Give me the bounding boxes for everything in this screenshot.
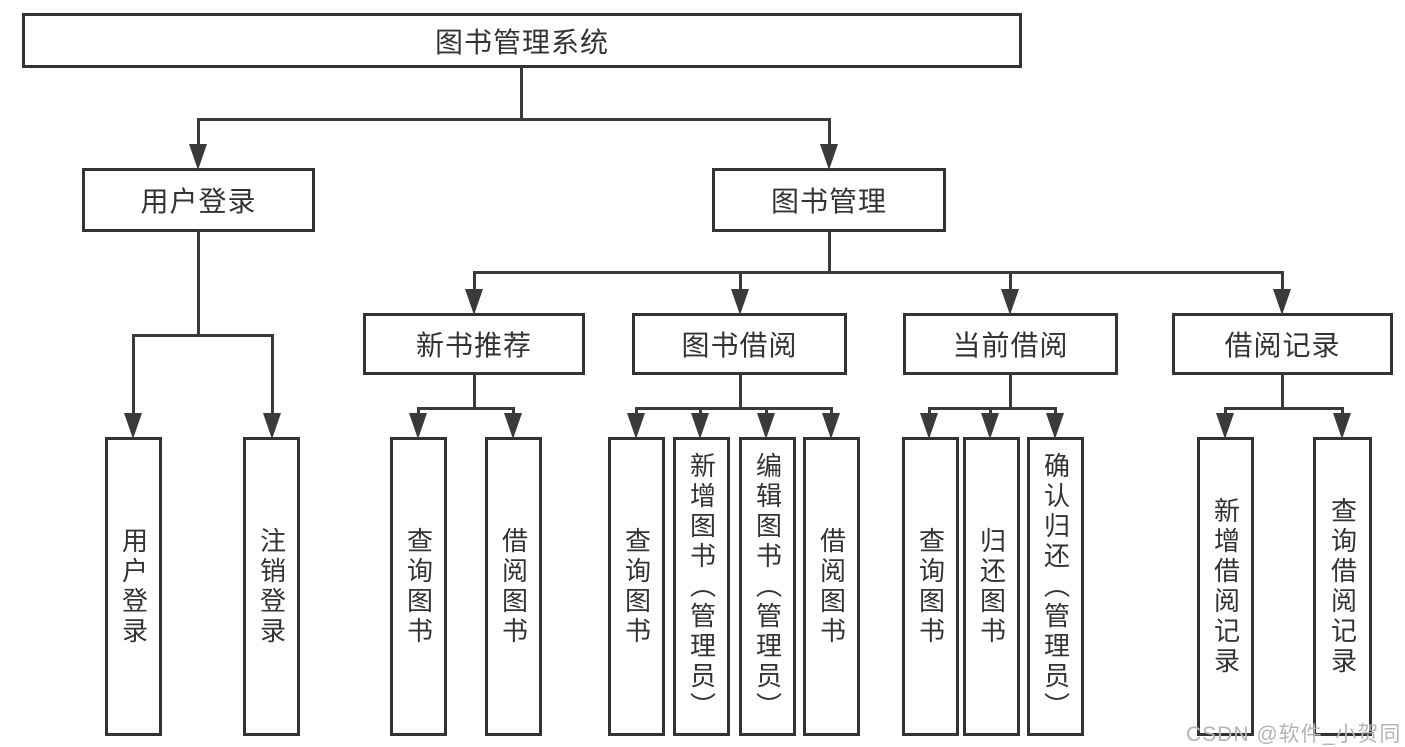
connector-line bbox=[1054, 407, 1057, 415]
connector-line bbox=[473, 373, 476, 409]
node-borrow-records: 借阅记录 bbox=[1172, 313, 1393, 375]
node-current-borrowing: 当前借阅 bbox=[903, 313, 1118, 375]
arrow-down-icon bbox=[627, 413, 645, 439]
connector-line bbox=[635, 407, 832, 410]
connector-line bbox=[1281, 271, 1284, 290]
arrow-down-icon bbox=[1216, 413, 1234, 439]
connector-line bbox=[1009, 271, 1012, 290]
csdn-watermark: CSDN @软件_小贺同学 bbox=[1186, 723, 1402, 746]
connector-line bbox=[132, 334, 135, 414]
node-user-login-group: 用户登录 bbox=[82, 168, 315, 232]
node-leaf-return-books: 归还图书 bbox=[963, 437, 1020, 736]
arrow-down-icon bbox=[465, 289, 483, 315]
node-leaf-confirm-return-admin: 确认归还（管理员） bbox=[1027, 437, 1084, 736]
arrow-down-icon bbox=[1333, 413, 1351, 439]
connector-line bbox=[520, 66, 523, 120]
node-leaf-add-borrow-record: 新增借阅记录 bbox=[1197, 437, 1254, 736]
connector-line bbox=[197, 230, 200, 336]
connector-line bbox=[1224, 407, 1343, 410]
node-new-book-recommend: 新书推荐 bbox=[363, 313, 585, 375]
arrow-down-icon bbox=[1273, 289, 1291, 315]
connector-line bbox=[1341, 407, 1344, 415]
node-leaf-query-books-current: 查询图书 bbox=[902, 437, 959, 736]
arrow-down-icon bbox=[920, 413, 938, 439]
connector-line bbox=[473, 271, 1283, 274]
node-book-management: 图书管理 bbox=[712, 168, 946, 232]
connector-line bbox=[417, 407, 514, 410]
connector-line bbox=[197, 118, 830, 121]
connector-line bbox=[417, 407, 420, 415]
connector-line bbox=[473, 271, 476, 290]
arrow-down-icon bbox=[981, 413, 999, 439]
connector-line bbox=[828, 118, 831, 146]
connector-line bbox=[1224, 407, 1227, 415]
connector-line bbox=[1281, 373, 1284, 409]
arrow-down-icon bbox=[124, 413, 142, 439]
node-leaf-query-books-recommend: 查询图书 bbox=[390, 437, 447, 736]
arrow-down-icon bbox=[820, 144, 838, 170]
connector-line bbox=[271, 334, 274, 414]
node-leaf-logout: 注销登录 bbox=[243, 437, 300, 736]
connector-line bbox=[635, 407, 638, 415]
arrow-down-icon bbox=[731, 289, 749, 315]
node-leaf-query-books-borrowing: 查询图书 bbox=[608, 437, 665, 736]
node-book-borrowing: 图书借阅 bbox=[632, 313, 847, 375]
node-leaf-borrow-books-recommend: 借阅图书 bbox=[485, 437, 542, 736]
node-library-system: 图书管理系统 bbox=[22, 13, 1022, 68]
arrow-down-icon bbox=[189, 144, 207, 170]
arrow-down-icon bbox=[757, 413, 775, 439]
connector-line bbox=[928, 407, 931, 415]
connector-line bbox=[830, 407, 833, 415]
connector-line bbox=[1009, 373, 1012, 409]
connector-line bbox=[739, 373, 742, 409]
connector-line bbox=[132, 334, 273, 337]
connector-line bbox=[989, 407, 992, 415]
arrow-down-icon bbox=[504, 413, 522, 439]
node-leaf-edit-books-admin: 编辑图书（管理员） bbox=[739, 437, 796, 736]
connector-line bbox=[765, 407, 768, 415]
connector-line bbox=[928, 407, 1056, 410]
node-leaf-user-login: 用户登录 bbox=[105, 437, 162, 736]
connector-line bbox=[512, 407, 515, 415]
arrow-down-icon bbox=[409, 413, 427, 439]
arrow-down-icon bbox=[822, 413, 840, 439]
connector-line bbox=[828, 230, 831, 273]
connector-line bbox=[197, 118, 200, 146]
connector-line bbox=[739, 271, 742, 290]
arrow-down-icon bbox=[691, 413, 709, 439]
arrow-down-icon bbox=[1046, 413, 1064, 439]
arrow-down-icon bbox=[1001, 289, 1019, 315]
node-leaf-borrow-books-borrowing: 借阅图书 bbox=[803, 437, 860, 736]
connector-line bbox=[699, 407, 702, 415]
arrow-down-icon bbox=[263, 413, 281, 439]
node-leaf-add-books-admin: 新增图书（管理员） bbox=[673, 437, 730, 736]
node-leaf-query-borrow-record: 查询借阅记录 bbox=[1313, 437, 1372, 736]
